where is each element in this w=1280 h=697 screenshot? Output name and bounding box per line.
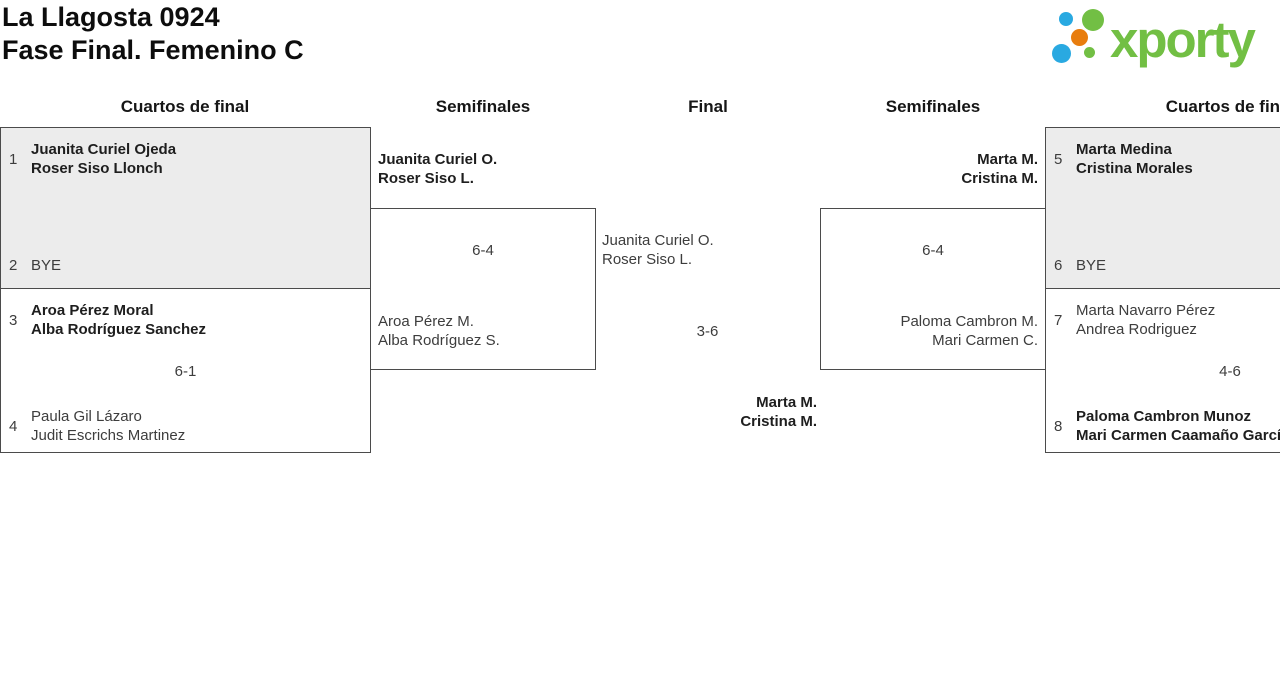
final-team-bottom: Marta M. Cristina M. [595, 393, 817, 431]
semifinal-left-winner: Juanita Curiel O. Roser Siso L. [378, 150, 497, 188]
logo-dot-green-large-icon [1082, 9, 1104, 31]
player-name: Paloma Cambron M. [900, 313, 1038, 330]
semifinal-right-winner: Marta M. Cristina M. [961, 150, 1038, 188]
semifinal-right-loser: Paloma Cambron M. Mari Carmen C. [900, 312, 1038, 350]
player-name: Mari Carmen C. [932, 332, 1038, 349]
team-names: BYE [1076, 256, 1106, 275]
player-name: Andrea Rodriguez [1076, 321, 1197, 338]
player-name: Roser Siso L. [378, 170, 474, 187]
player-name: Aroa Pérez Moral [31, 302, 154, 319]
match-box-qf2: 3 Aroa Pérez Moral Alba Rodríguez Sanche… [0, 288, 371, 453]
player-name: Marta M. [756, 394, 817, 411]
seed-number: 1 [9, 150, 18, 168]
team-names: Paula Gil Lázaro Judit Escrichs Martinez [31, 407, 185, 445]
player-name: Cristina M. [740, 413, 817, 430]
team-row-seed2: 2 BYE [9, 246, 364, 284]
player-name: Juanita Curiel O. [602, 232, 714, 249]
seed-number: 7 [1054, 311, 1063, 329]
team-row-seed7: 7 Marta Navarro Pérez Andrea Rodriguez [1054, 301, 1280, 339]
page-subtitle: Fase Final. Femenino C [2, 35, 304, 65]
player-name: Marta M. [977, 151, 1038, 168]
player-name: Roser Siso L. [602, 251, 693, 268]
match-box-semifinal-right: Marta M. Cristina M. 6-4 Paloma Cambron … [820, 151, 1046, 370]
team-row-seed1: 1 Juanita Curiel Ojeda Roser Siso Llonch [9, 140, 364, 178]
match-score: 6-1 [174, 363, 197, 380]
round-header-semifinals-left: Semifinales [435, 97, 531, 116]
player-name: BYE [1076, 256, 1107, 274]
player-name: Alba Rodríguez Sanchez [31, 321, 207, 338]
team-names: Juanita Curiel Ojeda Roser Siso Llonch [31, 140, 176, 178]
match-box-qf3: 5 Marta Medina Cristina Morales 6 BYE [1045, 127, 1280, 289]
player-name: Aroa Pérez M. [378, 313, 474, 330]
seed-number: 6 [1054, 256, 1063, 274]
team-row-seed5: 5 Marta Medina Cristina Morales [1054, 140, 1280, 178]
page-title-block: La Llagosta 0924 Fase Final. Femenino C [2, 1, 304, 67]
player-name: Paloma Cambron Munoz [1076, 408, 1252, 425]
player-name: Juanita Curiel O. [378, 151, 498, 168]
player-name: Paula Gil Lázaro [31, 408, 142, 425]
seed-number: 3 [9, 311, 18, 329]
round-header-quarterfinals-right: Cuartos de final [1165, 97, 1280, 116]
player-name: Mari Carmen Caamaño García [1076, 427, 1280, 444]
team-row-seed4: 4 Paula Gil Lázaro Judit Escrichs Martin… [9, 407, 364, 445]
team-row-seed6: 6 BYE [1054, 246, 1280, 284]
match-score: 6-4 [922, 242, 944, 259]
logo-dot-blue-large-icon [1052, 44, 1071, 63]
round-header-quarterfinals-left: Cuartos de final [120, 97, 250, 116]
page-title: La Llagosta 0924 [2, 2, 220, 32]
logo-dot-green-small-icon [1084, 47, 1095, 58]
match-box-semifinal-left: Juanita Curiel O. Roser Siso L. 6-4 Aroa… [370, 151, 596, 370]
player-name: Cristina M. [961, 170, 1038, 187]
final-score: 3-6 [696, 323, 719, 340]
seed-number: 8 [1054, 417, 1063, 435]
match-score: 4-6 [1219, 363, 1241, 380]
logo-dot-blue-small-icon [1059, 12, 1073, 26]
seed-number: 4 [9, 417, 18, 435]
semifinal-left-loser: Aroa Pérez M. Alba Rodríguez S. [378, 312, 500, 350]
team-row-seed3: 3 Aroa Pérez Moral Alba Rodríguez Sanche… [9, 301, 364, 339]
team-names: Marta Medina Cristina Morales [1076, 140, 1193, 178]
player-name: Judit Escrichs Martinez [31, 427, 186, 444]
team-row-seed8: 8 Paloma Cambron Munoz Mari Carmen Caama… [1054, 407, 1280, 445]
round-header-final: Final [688, 97, 728, 116]
logo-dot-orange-icon [1071, 29, 1088, 46]
final-team-top: Juanita Curiel O. Roser Siso L. [602, 231, 714, 269]
round-header-semifinals-right: Semifinales [885, 97, 981, 116]
match-box-qf1: 1 Juanita Curiel Ojeda Roser Siso Llonch… [0, 127, 371, 289]
xporty-logo-text: xporty [1110, 11, 1256, 68]
match-box-qf4: 7 Marta Navarro Pérez Andrea Rodriguez 4… [1045, 288, 1280, 453]
player-name: Alba Rodríguez S. [378, 332, 500, 349]
player-name: Juanita Curiel Ojeda [31, 141, 177, 158]
player-name: Roser Siso Llonch [31, 160, 163, 177]
team-names: Paloma Cambron Munoz Mari Carmen Caamaño… [1076, 407, 1280, 445]
seed-number: 5 [1054, 150, 1063, 168]
player-name: Cristina Morales [1076, 160, 1193, 177]
match-score: 6-4 [472, 242, 494, 259]
player-name: Marta Medina [1076, 141, 1172, 158]
player-name: Marta Navarro Pérez [1076, 302, 1216, 319]
seed-number: 2 [9, 256, 18, 274]
player-name: BYE [31, 256, 62, 274]
team-names: BYE [31, 256, 61, 275]
team-names: Aroa Pérez Moral Alba Rodríguez Sanchez [31, 301, 206, 339]
team-names: Marta Navarro Pérez Andrea Rodriguez [1076, 301, 1215, 339]
